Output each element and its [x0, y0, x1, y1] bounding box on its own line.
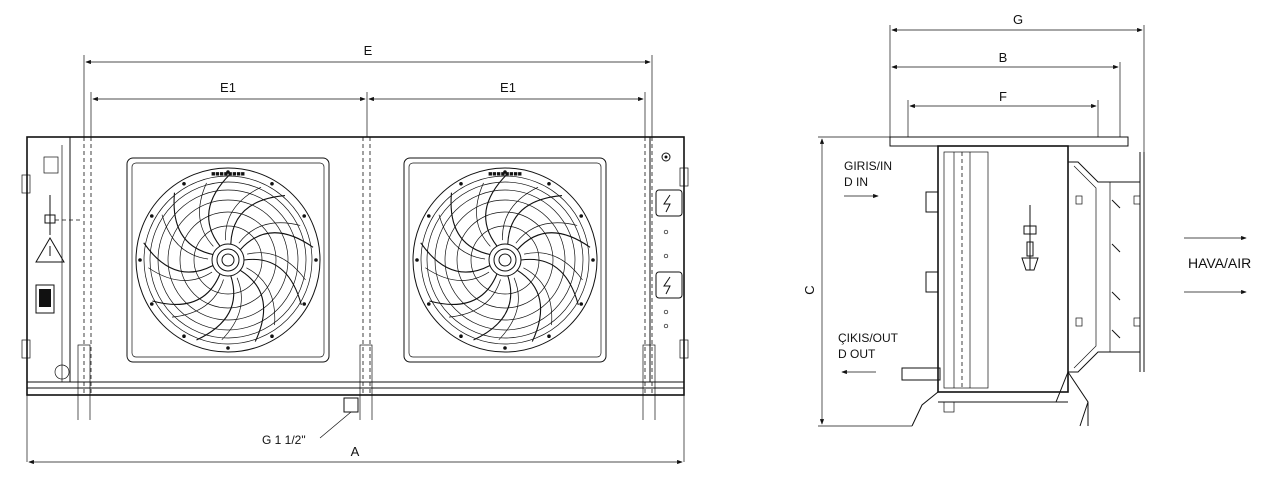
fan-blade-edge — [476, 182, 491, 247]
ring-bolt — [591, 258, 595, 262]
ring-bolt — [426, 302, 431, 306]
ring-bolt — [302, 214, 307, 218]
fan-blade — [243, 258, 302, 306]
dimension-B-label: B — [999, 50, 1008, 65]
ring-bolt — [149, 214, 154, 218]
fan-blade — [196, 275, 235, 341]
airflow-label: HAVA/AIR — [1188, 255, 1251, 271]
inlet-label-line1: GIRIS/IN — [844, 159, 892, 173]
mounting-plate — [889, 136, 1129, 147]
fan-blade-edge — [247, 252, 306, 281]
ring-bolt — [503, 170, 507, 174]
svg-text:■■■■■■■■: ■■■■■■■■ — [211, 171, 245, 178]
fan-blade-edge — [524, 252, 583, 281]
ring-bolt — [314, 258, 318, 262]
fan-blade — [239, 232, 314, 251]
ring-bolt — [138, 258, 142, 262]
outlet-label-line1: ÇIKIS/OUT — [838, 331, 899, 345]
fan-blade — [516, 269, 542, 342]
fan-blade-edge — [161, 214, 209, 260]
fan-blade-edge — [498, 277, 519, 341]
dimension-E-label: E — [364, 43, 373, 58]
dimension-G-label: G — [1013, 12, 1023, 27]
svg-text:■■■■■■■■: ■■■■■■■■ — [488, 171, 522, 178]
front-view: ■■■■■■■■ ■■■■■■■■ E E1 E — [21, 43, 689, 465]
fan-blade — [485, 173, 508, 247]
fan-blade — [516, 232, 591, 251]
ring-bolt — [149, 302, 154, 306]
outlet-pipe — [901, 367, 941, 381]
fan-blade — [520, 258, 579, 306]
dimension-E1-left-label: E1 — [220, 80, 236, 95]
ring-bolt — [182, 181, 186, 186]
ring-bolt — [547, 181, 551, 186]
ring-bolt — [182, 334, 186, 339]
dimension-F-label: F — [999, 89, 1007, 104]
fan-blade — [173, 192, 214, 256]
ring-bolt — [226, 346, 230, 350]
drain-connection — [343, 397, 359, 413]
fan-blade-edge — [238, 222, 301, 244]
ring-bolt — [579, 214, 584, 218]
fan-blade — [230, 195, 286, 245]
ring-bolt — [503, 346, 507, 350]
side-housing — [937, 145, 1069, 393]
ring-bolt — [459, 334, 463, 339]
fan-blade — [450, 192, 491, 256]
ring-bolt — [579, 302, 584, 306]
fan-blade-edge — [425, 267, 490, 281]
ring-bolt — [270, 334, 274, 339]
fan-left: ■■■■■■■■ — [126, 157, 330, 363]
ring-bolt — [415, 258, 419, 262]
fan-blade-edge — [523, 267, 553, 326]
electric-box-lower — [655, 271, 683, 299]
inlet-label-line2: D IN — [844, 175, 868, 189]
fan-blade-edge — [515, 222, 578, 244]
fan-blade — [429, 273, 498, 305]
nameplate-icon — [35, 284, 55, 314]
ring-bolt — [459, 181, 463, 186]
ring-bolt — [302, 302, 307, 306]
dimension-A-label: A — [351, 444, 360, 459]
fan-blade-edge — [199, 182, 214, 247]
fan-blade — [143, 242, 214, 273]
fan-blade-edge — [225, 186, 262, 241]
fan-blade-edge — [221, 277, 242, 341]
fan-right: ■■■■■■■■ — [403, 157, 607, 363]
drain-size-label: G 1 1/2" — [262, 433, 306, 447]
ring-bolt — [547, 334, 551, 339]
fan-blade-edge — [448, 279, 501, 318]
fan-blade-edge — [502, 186, 539, 241]
ring-bolt — [426, 214, 431, 218]
fan-blade — [420, 242, 491, 273]
dimension-E1-right-label: E1 — [500, 80, 516, 95]
front-housing-outline — [26, 136, 685, 396]
fan-blade-edge — [148, 267, 213, 281]
side-view: G B F C GIRIS/IN D IN ÇIKIS/OUT D OUT HA… — [802, 12, 1251, 427]
fan-blade-edge — [438, 214, 486, 260]
ring-bolt — [226, 170, 230, 174]
fan-blade-edge — [171, 279, 224, 318]
dimension-C-label: C — [802, 285, 817, 294]
fan-blade-edge — [246, 267, 276, 326]
outlet-label-line2: D OUT — [838, 347, 876, 361]
ring-bolt — [270, 181, 274, 186]
fan-blade — [208, 173, 231, 247]
fan-blade — [152, 273, 221, 305]
fan-blade — [473, 275, 512, 341]
electric-box-upper — [655, 189, 683, 217]
fan-blade — [239, 269, 265, 342]
fan-blade — [507, 195, 563, 245]
warning-icon — [35, 237, 65, 263]
